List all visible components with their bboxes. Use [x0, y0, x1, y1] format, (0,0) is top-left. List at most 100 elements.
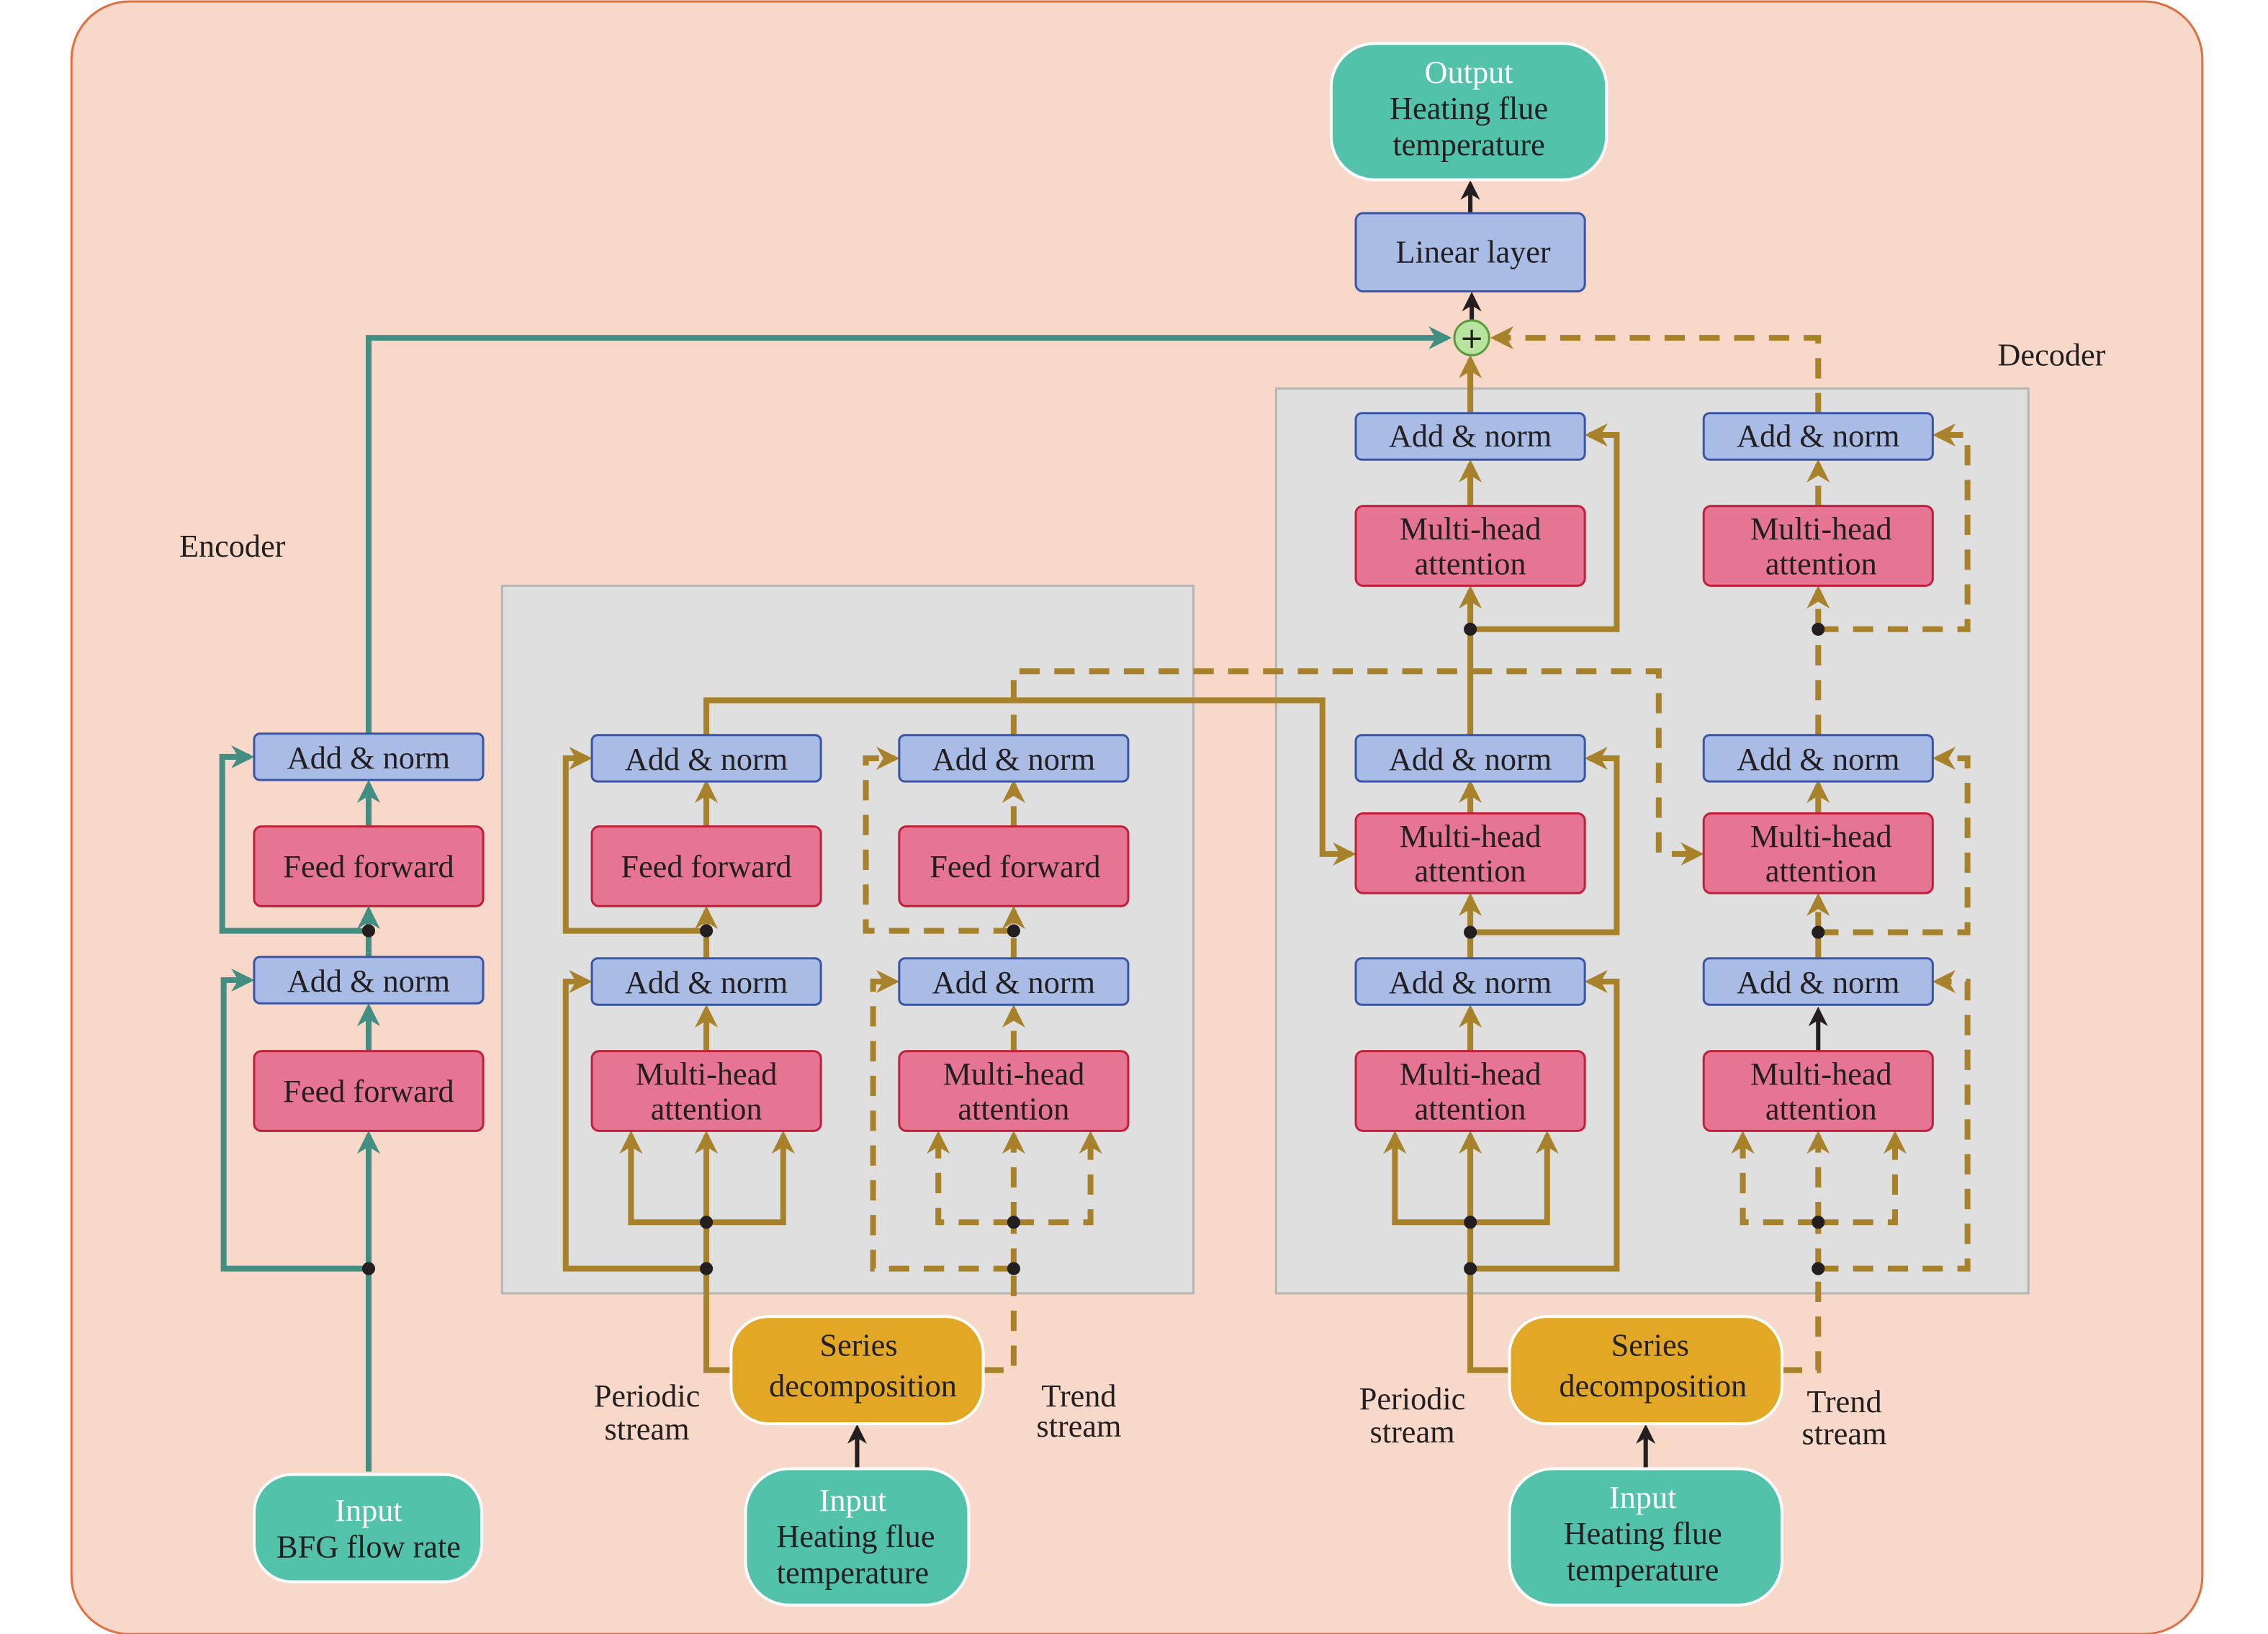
- periodic-encoder-connections: [562, 697, 1356, 1373]
- svg-text:Add & norm: Add & norm: [1389, 418, 1552, 454]
- svg-text:attention: attention: [1765, 546, 1877, 581]
- svg-text:Input: Input: [1609, 1480, 1677, 1515]
- periodic-add-norm-top: Add & norm: [590, 734, 822, 783]
- svg-text:Multi-head: Multi-head: [1750, 819, 1892, 854]
- periodic-add-norm-bottom: Add & norm: [590, 957, 822, 1006]
- svg-text:Add & norm: Add & norm: [1737, 418, 1899, 454]
- input-hft-decoder-node: Input Heating flue temperature: [1508, 1467, 1783, 1607]
- encoder-label: Encoder: [179, 529, 286, 564]
- plus-icon: +: [1459, 322, 1484, 355]
- decoder-trend-mha-3: Multi-head attention: [1702, 505, 1934, 587]
- svg-text:Feed forward: Feed forward: [621, 849, 791, 884]
- decoder-trend-add-norm-1: Add & norm: [1702, 957, 1934, 1006]
- svg-text:BFG flow rate: BFG flow rate: [276, 1529, 461, 1564]
- svg-text:Series: Series: [819, 1327, 897, 1363]
- svg-text:Series: Series: [1611, 1327, 1689, 1363]
- junction-dot: [1464, 1216, 1477, 1229]
- series-decomposition-encoder: Series decomposition: [729, 1315, 985, 1426]
- series-decomposition-decoder: Series decomposition: [1508, 1315, 1783, 1426]
- svg-text:Multi-head: Multi-head: [1400, 819, 1542, 854]
- svg-text:Add & norm: Add & norm: [625, 965, 788, 1000]
- svg-text:decomposition: decomposition: [769, 1368, 957, 1404]
- junction-dot: [1464, 925, 1477, 939]
- svg-text:attention: attention: [1765, 1091, 1877, 1126]
- junction-dot: [700, 1216, 714, 1229]
- svg-text:attention: attention: [1415, 1091, 1526, 1126]
- decoder-trend-mha-1: Multi-head attention: [1702, 1050, 1934, 1132]
- output-line2: Heating flue: [1390, 91, 1548, 126]
- trend-add-norm-bottom: Add & norm: [898, 957, 1130, 1006]
- junction-dot: [1464, 1262, 1477, 1275]
- encoder-add-norm-bottom: Add & norm: [253, 956, 485, 1005]
- svg-text:Input: Input: [819, 1483, 887, 1518]
- decoder-label: Decoder: [1997, 337, 2105, 372]
- encoder-connections: [219, 326, 1452, 1472]
- svg-text:Add & norm: Add & norm: [1389, 965, 1552, 1000]
- svg-text:Multi-head: Multi-head: [1400, 1056, 1542, 1092]
- decoder-periodic-add-norm-2: Add & norm: [1354, 734, 1586, 783]
- svg-text:Multi-head: Multi-head: [636, 1056, 778, 1092]
- output-connections: [847, 180, 1656, 1469]
- trend-add-norm-top: Add & norm: [898, 734, 1130, 783]
- encoder-feed-forward-top: Feed forward: [253, 825, 485, 907]
- svg-text:Add & norm: Add & norm: [1737, 742, 1899, 777]
- output-line3: temperature: [1392, 127, 1544, 162]
- svg-text:Add & norm: Add & norm: [625, 742, 788, 777]
- svg-text:attention: attention: [1765, 853, 1877, 889]
- trend-stream-label: Trend: [1041, 1378, 1116, 1414]
- svg-text:Add & norm: Add & norm: [1389, 742, 1552, 777]
- svg-text:attention: attention: [958, 1091, 1069, 1126]
- encoder-stream-panel: [500, 584, 1195, 1295]
- junction-dot: [1812, 1262, 1825, 1275]
- svg-text:Heating flue: Heating flue: [1564, 1516, 1722, 1551]
- sum-node: +: [1453, 319, 1490, 356]
- periodic-stream-label: stream: [1370, 1414, 1455, 1450]
- svg-text:Multi-head: Multi-head: [1750, 511, 1892, 547]
- decoder-periodic-add-norm-1: Add & norm: [1354, 957, 1586, 1006]
- input-hft-encoder-node: Input Heating flue temperature: [744, 1467, 971, 1607]
- svg-text:Multi-head: Multi-head: [1750, 1056, 1892, 1092]
- svg-text:temperature: temperature: [777, 1556, 929, 1591]
- trend-stream-label: stream: [1036, 1409, 1121, 1444]
- svg-text:Input: Input: [335, 1493, 402, 1528]
- periodic-stream-label: stream: [605, 1411, 690, 1447]
- svg-text:Add & norm: Add & norm: [932, 965, 1095, 1000]
- svg-text:Feed forward: Feed forward: [283, 849, 454, 884]
- trend-encoder-connections: [863, 668, 1704, 1373]
- encoder-add-norm-top: Add & norm: [253, 732, 485, 781]
- output-title: Output: [1425, 55, 1514, 90]
- svg-text:attention: attention: [1415, 853, 1526, 889]
- junction-dot: [361, 1262, 376, 1275]
- junction-dot: [361, 924, 376, 938]
- trend-stream-label: stream: [1801, 1416, 1886, 1451]
- junction-dot: [700, 924, 714, 938]
- decoder-trend-cross-attention: Multi-head attention: [1702, 812, 1934, 894]
- input-bfg-node: Input BFG flow rate: [252, 1473, 484, 1584]
- junction-dot: [1812, 1216, 1825, 1229]
- linear-layer-label: Linear layer: [1396, 234, 1551, 269]
- encoder-feed-forward-bottom: Feed forward: [253, 1050, 485, 1132]
- output-node: Output Heating flue temperature: [1329, 42, 1608, 181]
- svg-text:attention: attention: [651, 1091, 762, 1126]
- svg-text:Add & norm: Add & norm: [932, 742, 1095, 777]
- periodic-decoder-connections: [1383, 354, 1620, 1373]
- trend-feed-forward: Feed forward: [898, 825, 1130, 907]
- decoder-periodic-cross-attention: Multi-head attention: [1354, 812, 1586, 894]
- svg-text:Add & norm: Add & norm: [287, 964, 450, 999]
- svg-text:Feed forward: Feed forward: [930, 849, 1100, 884]
- decoder-periodic-mha-1: Multi-head attention: [1354, 1050, 1586, 1132]
- svg-text:Add & norm: Add & norm: [1737, 965, 1899, 1000]
- junction-dot: [1812, 925, 1825, 939]
- periodic-stream-label: Periodic: [594, 1378, 701, 1414]
- decoder-periodic-add-norm-3: Add & norm: [1354, 412, 1586, 461]
- svg-text:Multi-head: Multi-head: [1400, 511, 1542, 547]
- trend-stream-label: Trend: [1806, 1384, 1881, 1419]
- linear-layer-block: Linear layer: [1354, 212, 1586, 293]
- decoder-trend-add-norm-3: Add & norm: [1702, 412, 1934, 461]
- junction-dot: [1464, 622, 1477, 636]
- decoder-periodic-mha-3: Multi-head attention: [1354, 505, 1586, 587]
- trend-decoder-connections: [1490, 326, 1971, 1373]
- svg-text:Add & norm: Add & norm: [287, 740, 450, 776]
- svg-text:temperature: temperature: [1567, 1553, 1719, 1588]
